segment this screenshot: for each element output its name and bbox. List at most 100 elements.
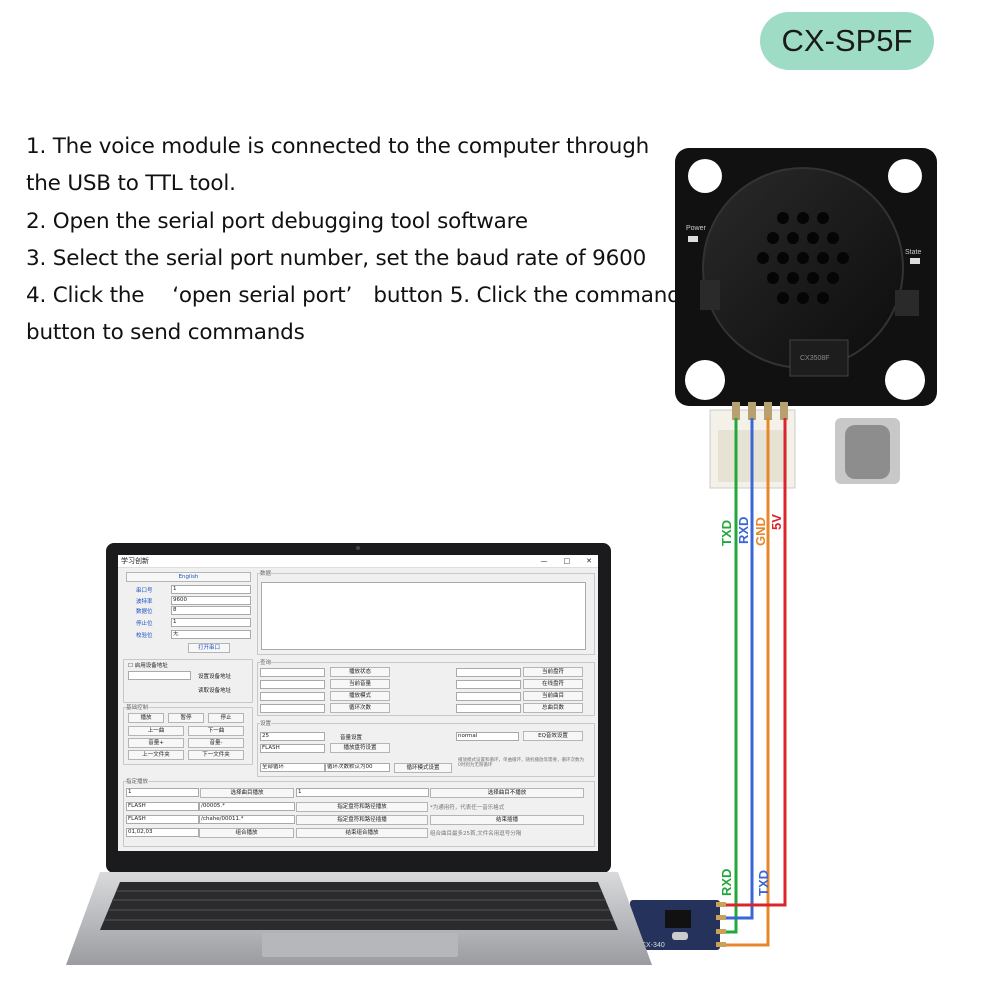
usb-c-port-opening (845, 425, 890, 479)
adapter-chip-label: CX-340 (641, 942, 665, 949)
open-port-button[interactable]: 打开串口 (188, 643, 230, 653)
data-caption: 数据 (260, 569, 272, 577)
step-line: 2. Open the serial port debugging tool s… (26, 208, 528, 234)
power-led-icon (688, 236, 698, 242)
query-button[interactable]: 总曲目数 (523, 703, 583, 713)
adapter-chip-icon (665, 910, 691, 928)
mount-hole-icon (888, 159, 922, 193)
loop-set-button[interactable]: 循环模式设置 (394, 763, 452, 773)
next-folder-button[interactable]: 下一文件夹 (188, 750, 244, 760)
next-track-button[interactable]: 下一曲 (188, 726, 244, 736)
wire-label-gnd: GND (753, 517, 768, 546)
enable-address-checkbox[interactable]: ☐ 启用设备地址 (128, 663, 168, 669)
loop-select[interactable]: 全部循环 (260, 763, 325, 772)
touchpad (262, 933, 458, 957)
drive-select[interactable]: FLASH (260, 744, 325, 753)
basic-control-group (123, 707, 253, 765)
path-input[interactable]: /00005.* (199, 802, 295, 811)
read-address-button[interactable]: 读取设备地址 (198, 688, 232, 694)
chip-label: CX3508F (800, 355, 830, 362)
label-port: 串口号 (136, 588, 153, 594)
step-line: 3. Select the serial port number, set th… (26, 245, 647, 271)
query-button[interactable]: 播放模式 (330, 691, 390, 701)
smd-component (700, 280, 720, 310)
data-textarea[interactable] (261, 582, 586, 650)
play-button[interactable]: 播放 (128, 713, 164, 723)
keyboard-keys (104, 890, 614, 921)
drive-set-button[interactable]: 播放盘符设置 (330, 743, 390, 753)
eq-select[interactable]: normal (456, 732, 519, 741)
drive-select-3[interactable]: FLASH (126, 815, 199, 824)
minimize-icon[interactable]: — (540, 557, 548, 565)
settings-group (257, 723, 595, 777)
state-led-icon (910, 258, 920, 264)
english-button[interactable]: English (126, 572, 251, 582)
query-button[interactable]: 当前曲目 (523, 691, 583, 701)
select-noplay-button[interactable]: 选择曲目不播放 (430, 788, 584, 798)
loop-note: 播放模式设置和循环，单曲循环，随机播放等需要，循环次数为0时则为无限循环 (458, 758, 584, 768)
query-button[interactable]: 循环次数 (330, 703, 390, 713)
stop-button[interactable]: 停止 (208, 713, 244, 723)
prev-track-button[interactable]: 上一曲 (128, 726, 184, 736)
wire-txd (726, 418, 738, 934)
query-button[interactable]: 当前盘符 (523, 667, 583, 677)
parity-select[interactable]: 无 (171, 630, 251, 639)
set-address-button[interactable]: 设置设备地址 (198, 674, 232, 680)
query-button[interactable]: 播放状态 (330, 667, 390, 677)
combo-end-button[interactable]: 结束组合播放 (296, 828, 428, 838)
speaker-icon (703, 168, 903, 368)
path-insert-button[interactable]: 指定盘符和路径插播 (296, 815, 428, 825)
state-label: State (905, 249, 921, 256)
combo-play-button[interactable]: 组合播放 (199, 828, 294, 838)
end-insert-button[interactable]: 结束插播 (430, 815, 584, 825)
label-baud: 波特率 (136, 599, 153, 605)
wires (726, 418, 787, 947)
wire-rxd (726, 418, 754, 920)
path-play-button[interactable]: 指定盘符和路径播放 (296, 802, 428, 812)
header-pins (732, 402, 788, 420)
voice-module: CX3508F Power State UART USB (675, 148, 937, 489)
query-field (456, 680, 521, 689)
prev-folder-button[interactable]: 上一文件夹 (128, 750, 184, 760)
webcam-icon (356, 546, 360, 550)
combo-note: 组合曲目最多25首,文件名用逗号分隔 (430, 831, 522, 837)
drive-select-2[interactable]: FLASH (126, 802, 199, 811)
power-label: Power (686, 225, 707, 232)
maximize-icon[interactable]: □ (563, 557, 571, 565)
enable-address-label: 启用设备地址 (134, 663, 168, 669)
instruction-steps: 1. The voice module is connected to the … (26, 128, 681, 352)
query-button[interactable]: 当前音量 (330, 679, 390, 689)
address-input[interactable] (128, 671, 191, 680)
baud-select[interactable]: 9600 (171, 596, 251, 605)
specify-caption: 指定播放 (126, 777, 149, 785)
volume-up-button[interactable]: 音量+ (128, 738, 184, 748)
speaker-holes (757, 212, 849, 304)
label-databits: 数据位 (136, 609, 153, 615)
eq-set-button[interactable]: EQ音效设置 (523, 731, 583, 741)
wire-labels: TXD RXD GND 5V RXD TXD (719, 514, 784, 896)
databits-select[interactable]: 8 (171, 606, 251, 615)
adapter-label-txd: TXD (756, 870, 771, 896)
track-input[interactable]: 1 (126, 788, 199, 797)
query-button[interactable]: 在线盘符 (523, 679, 583, 689)
query-field (260, 680, 325, 689)
loop-count-input[interactable]: 循环次数默认为00 (325, 763, 390, 772)
pause-button[interactable]: 暂停 (168, 713, 204, 723)
label-stopbits: 停止位 (136, 621, 153, 627)
select-play-button[interactable]: 选择曲目播放 (200, 788, 294, 798)
app-titlebar: 学习创新 —□✕ (118, 555, 598, 568)
chip-icon (789, 339, 849, 377)
port-select[interactable]: 1 (171, 585, 251, 594)
track-input-2[interactable]: 1 (296, 788, 429, 797)
volume-down-button[interactable]: 音量- (188, 738, 244, 748)
query-field (260, 704, 325, 713)
volume-input[interactable]: 25 (260, 732, 325, 741)
volume-set-button[interactable]: 音量设置 (340, 735, 363, 741)
wire-5v (726, 418, 787, 907)
stopbits-select[interactable]: 1 (171, 618, 251, 627)
step-line: the USB to TTL tool. (26, 171, 236, 197)
close-icon[interactable]: ✕ (586, 557, 592, 565)
combo-input[interactable]: 01,02,03 (126, 828, 199, 837)
path-input-2[interactable]: /chahe/00011.* (199, 815, 295, 824)
mount-hole-icon (685, 360, 725, 400)
